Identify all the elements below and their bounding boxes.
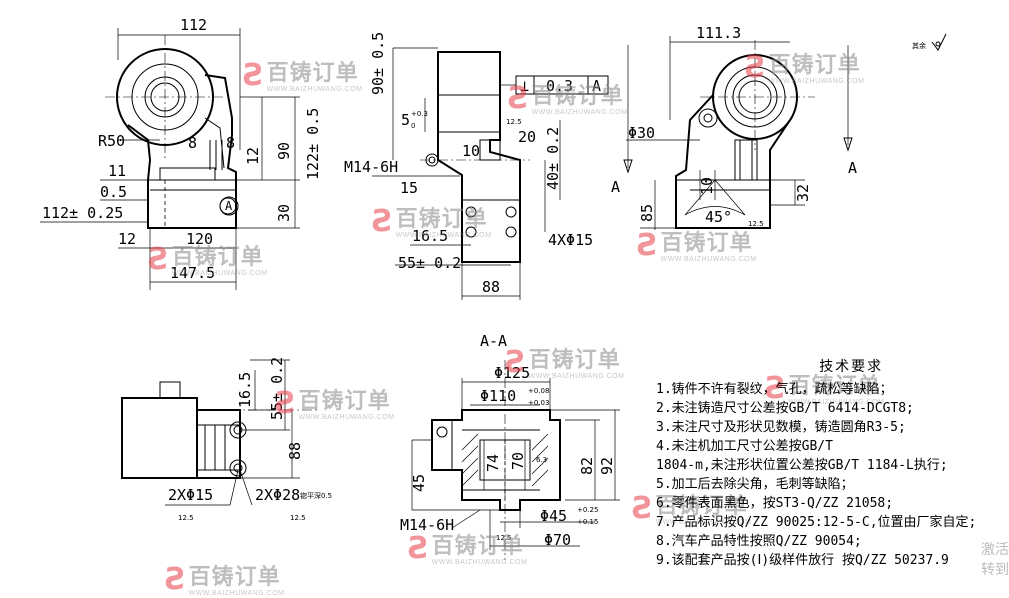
dim-16-5: 16.5 [236, 372, 254, 408]
tech-item: 1.铸件不许有裂纹，气孔，疏松等缺陷； [656, 382, 893, 397]
dim-55-tol: 55± 0.2 [398, 254, 461, 272]
dim-8b: 8 [226, 134, 235, 152]
dim-85: 85 [638, 204, 656, 222]
section-arrow-a-left: A [611, 178, 620, 196]
dim-90: 90 [275, 142, 293, 160]
dim-phi45-upper: +0.25 [577, 506, 598, 514]
tech-item: 6.零件表面黑色，按ST3-Q/ZZ 21058; [656, 496, 894, 511]
dim-82: 82 [578, 457, 596, 475]
activation-line-1: 激活 [981, 542, 1009, 558]
tol-frame-value: 0.3 [546, 77, 573, 95]
dim-5-upper: +0.3 [411, 110, 428, 118]
view-rear: A A 111.3 Φ30 85 10 45° 32 12.5 其余 [611, 24, 947, 230]
dim-8a: 8 [188, 134, 197, 152]
dim-12b: 12 [118, 230, 136, 248]
dim-45: 45 [410, 474, 428, 492]
dim-0-5: 0.5 [100, 183, 127, 201]
view-side: ⊥ 0.3 A 90± 0.5 5 +0.3 0 M14-6H 10 20 40… [344, 32, 609, 300]
tech-item: 2.未注铸造尺寸公差按GB/T 6414-DCGT8; [656, 401, 914, 416]
tech-item: 9.该配套产品按(Ⅰ)级样件放行 按Q/ZZ 50237.9 [656, 553, 949, 568]
dim-10: 10 [462, 142, 480, 160]
roughness-side: 12.5 [506, 118, 522, 126]
dim-phi45-lower: +0.15 [577, 518, 598, 526]
dim-phi110: Φ110 [480, 387, 516, 405]
dim-40-tol: 40± 0.2 [544, 127, 562, 190]
dim-120: 120 [186, 230, 213, 248]
holes-2x15: 2XΦ15 [168, 486, 213, 504]
roughness-bottom-2: 12.5 [290, 514, 306, 522]
finish-mark: 其余 [912, 41, 926, 50]
thread-m14: M14-6H [344, 158, 398, 176]
dim-phi45: Φ45 [540, 507, 567, 525]
dim-11: 11 [108, 162, 126, 180]
technical-requirements: 技术要求 1.铸件不许有裂纹，气孔，疏松等缺陷； 2.未注铸造尺寸公差按GB/T… [656, 356, 976, 570]
dim-10: 10 [698, 177, 716, 195]
dim-122: 122± 0.5 [304, 108, 322, 180]
roughness-bottom-1: 12.5 [178, 514, 194, 522]
tech-item: 7.产品标识按Q/ZZ 90025:12-5-C,位置由厂家自定; [656, 515, 977, 530]
dim-5-lower: 0 [411, 122, 415, 130]
note-spotface: 锪平深0.5 [300, 491, 332, 500]
section-title: A-A [480, 332, 507, 350]
roughness-section: 12.5 [496, 534, 512, 542]
tol-frame-symbol: ⊥ [520, 77, 529, 95]
tech-title: 技术要求 [819, 359, 884, 375]
tech-item: 3.未注尺寸及形状见数模，铸造圆角R3-5; [656, 420, 906, 435]
dim-12: 12 [244, 147, 262, 165]
section-arrow-a-right: A [848, 159, 857, 177]
dim-70: 70 [509, 452, 527, 470]
tol-frame-ref: A [592, 77, 601, 95]
dim-5: 5 [401, 111, 410, 129]
dim-147-5: 147.5 [170, 264, 215, 282]
activation-overlay: 激活 转到 [981, 540, 1009, 580]
dim-15: 15 [400, 179, 418, 197]
view-section-aa: A-A [400, 332, 620, 560]
dim-32: 32 [794, 184, 812, 202]
dim-45deg: 45° [705, 208, 732, 226]
dim-88: 88 [482, 278, 500, 296]
dim-55-tol: 55± 0.2 [268, 357, 286, 420]
dim-phi110-lower: +0.03 [528, 399, 549, 407]
tech-item: 1804-m,未注形状位置公差按GB/T 1184-L执行; [656, 458, 948, 473]
dim-phi110-upper: +0.08 [528, 387, 549, 395]
dim-90-tol: 90± 0.5 [369, 32, 387, 95]
view-bottom: 16.5 55± 0.2 88 2XΦ15 2XΦ28 锪平深0.5 12.5 … [121, 357, 332, 522]
tech-item: 5.加工后去除尖角，毛刺等缺陷； [656, 477, 854, 492]
tech-item: 8.汽车产品特性按照Q/ZZ 90054; [656, 534, 862, 549]
activation-line-2: 转到 [981, 562, 1009, 578]
dim-16-5: 16.5 [412, 227, 448, 245]
dim-111-3: 111.3 [696, 24, 741, 42]
dim-r50: R50 [98, 132, 125, 150]
dim-74: 74 [484, 454, 502, 472]
dim-30: 30 [275, 204, 293, 222]
dim-88: 88 [286, 442, 304, 460]
dim-20: 20 [518, 128, 536, 146]
dim-phi30: Φ30 [628, 124, 655, 142]
view-front: 112 R50 8 8 11 0.5 112± 0.25 12 90 122± … [40, 16, 322, 290]
dim-112-tol: 112± 0.25 [42, 204, 123, 222]
tech-item: 4.未注机加工尺寸公差按GB/T [656, 439, 833, 454]
dim-92: 92 [598, 457, 616, 475]
holes-2x28: 2XΦ28 [255, 486, 300, 504]
roughness-6-3: 6.3 [536, 456, 547, 464]
dim-phi70: Φ70 [544, 531, 571, 549]
circle-label-a: A [225, 199, 233, 213]
holes-4x15: 4XΦ15 [548, 231, 593, 249]
thread-m14-section: M14-6H [400, 516, 454, 534]
dim-112: 112 [180, 16, 207, 34]
roughness-rear: 12.5 [748, 220, 764, 228]
dim-phi125: Φ125 [494, 364, 530, 382]
